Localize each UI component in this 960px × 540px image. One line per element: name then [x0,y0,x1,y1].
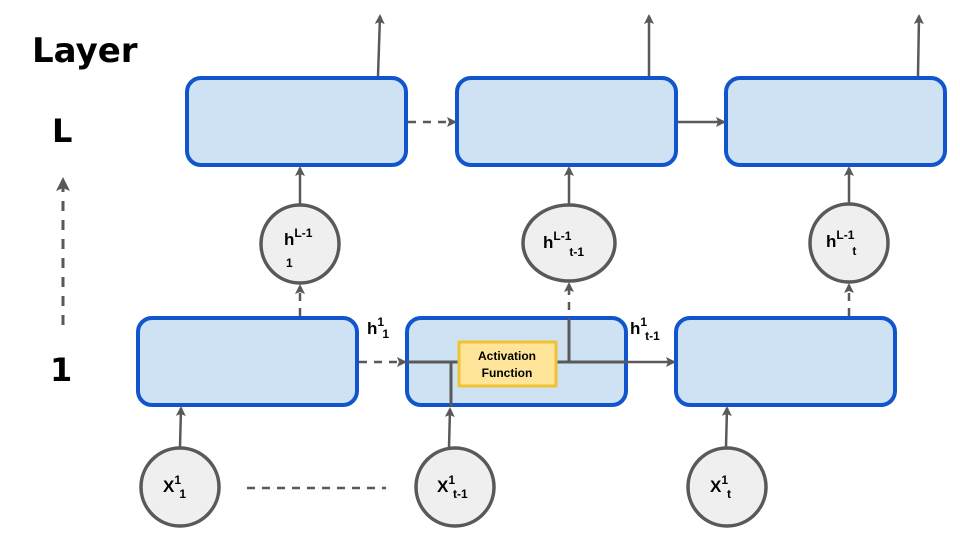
layer-axis-top-label: L [52,112,72,150]
activation-function-line1: Activation [478,349,536,363]
hidden-node-t [808,202,890,284]
input-t-arrow [721,406,732,448]
input-t-1-arrow [444,407,455,448]
input-node-1 [139,446,221,528]
input-node-t-label: X1t [710,473,731,501]
bottom-layer-cell-1 [136,316,359,407]
bottom-layer-cell-t [674,316,897,407]
layer-axis-title: Layer [32,31,138,71]
top-layer-cell-3 [724,76,947,167]
top-layer-cell-2 [455,76,678,167]
hidden-node-1 [259,203,341,285]
activation-function-line2: Function [482,366,533,380]
top-output-arrow-1 [374,14,385,77]
top-layer-cell-1 [185,76,408,167]
input-1-arrow [175,406,186,448]
top-output-arrow-3 [913,14,924,77]
layer-axis-bottom-label: 1 [50,351,72,389]
input-node-1-label: X11 [163,473,186,501]
hidden-label-h1-1: h11 [367,315,389,341]
activation-function-box [457,340,558,388]
input-node-t-1 [414,446,496,528]
hidden-node-t-1 [521,203,617,283]
input-node-t [686,446,768,528]
